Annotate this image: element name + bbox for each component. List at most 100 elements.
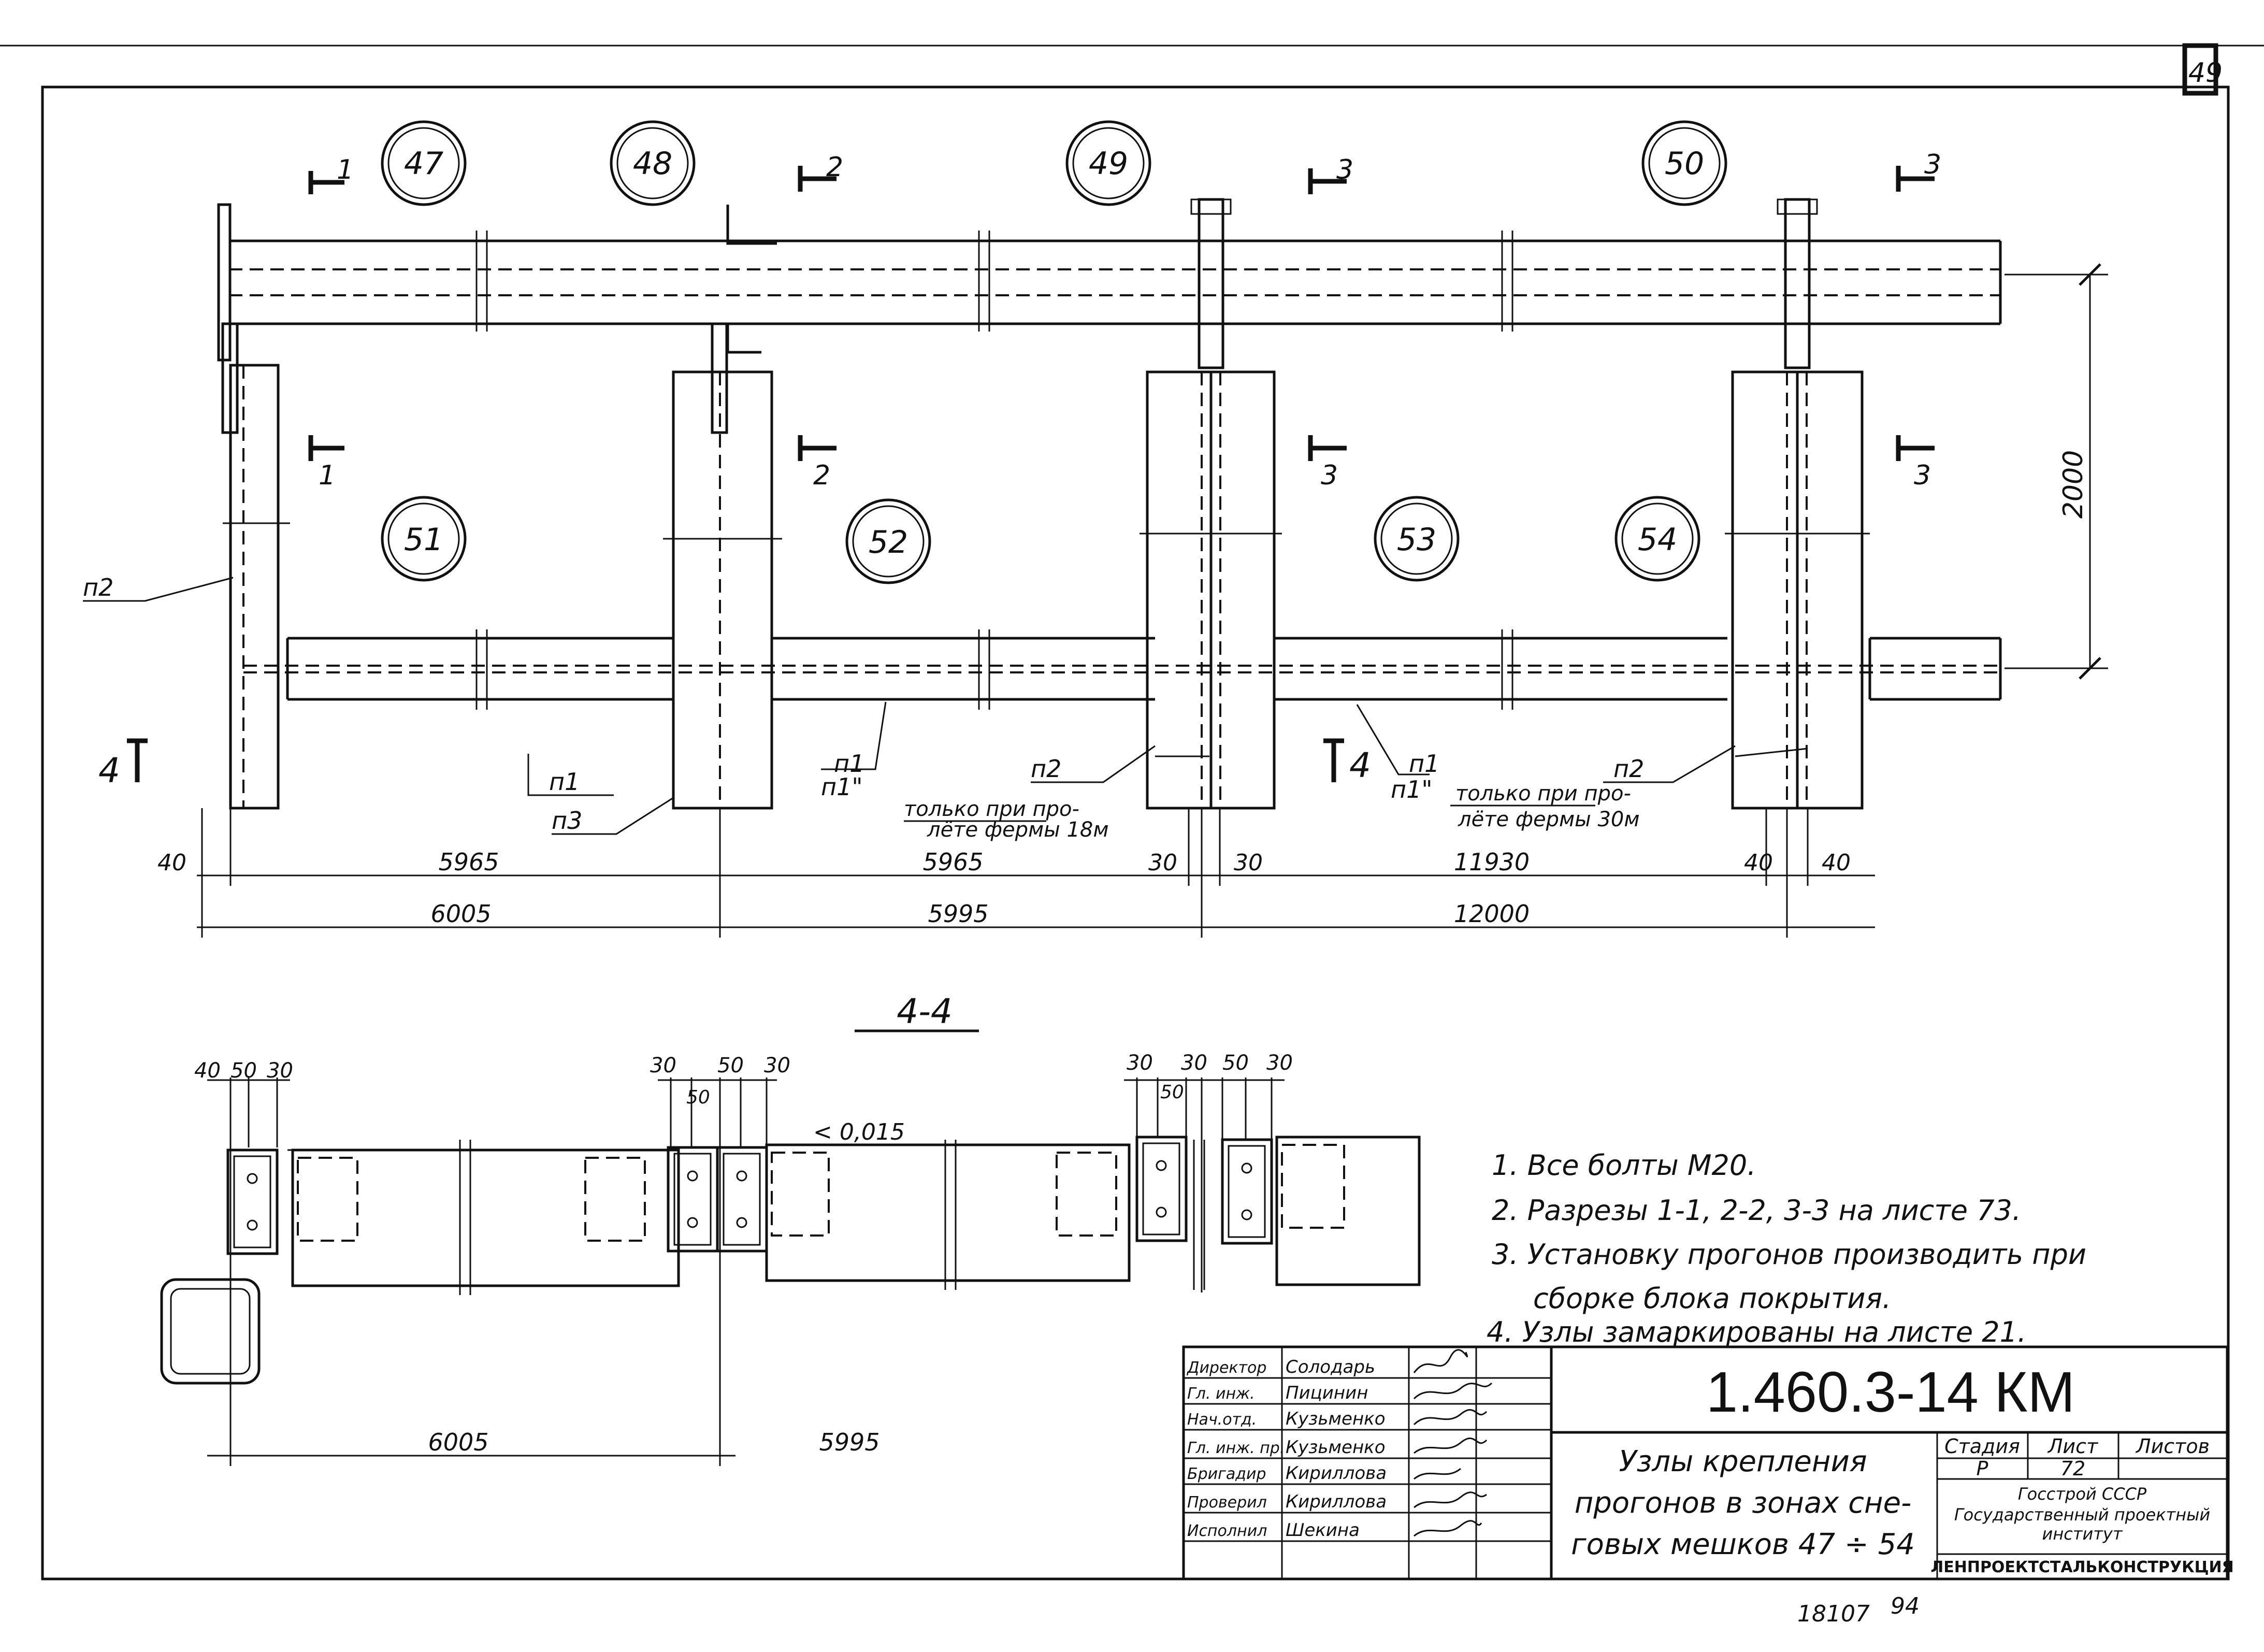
section-dim: 30 <box>1181 1051 1207 1075</box>
dim-top: 30 <box>1234 850 1263 876</box>
section-title: 4-4 <box>897 992 953 1031</box>
node-markers: 47 48 49 50 51 52 53 54 <box>381 120 1727 584</box>
tb-role: Гл. инж. <box>1187 1385 1255 1403</box>
section-dim: 30 <box>764 1054 790 1078</box>
tb-name: Кириллова <box>1286 1463 1387 1484</box>
tb-role: Гл. инж. пр. <box>1187 1439 1285 1457</box>
sheet-frame <box>0 43 2264 1581</box>
height-dim-value: 2000 <box>2058 450 2089 519</box>
tb-role: Нач.отд. <box>1187 1411 1257 1429</box>
leader-label: п1 <box>549 768 580 796</box>
section-dim: 30 <box>267 1059 293 1083</box>
stage-header: Стадия <box>1944 1435 2020 1458</box>
note-18m-line2: лёте фермы 18м <box>927 818 1109 842</box>
dim-top: 40 <box>157 850 186 876</box>
drawing-title: прогонов в зонах сне- <box>1575 1486 1912 1520</box>
tb-name: Кузьменко <box>1286 1409 1386 1429</box>
section-dim: 30 <box>650 1054 676 1078</box>
tb-name: Кириллова <box>1286 1491 1387 1512</box>
leader-label: п1" <box>1391 775 1433 803</box>
section-mark-label: 2 <box>826 152 843 183</box>
leader-lines <box>83 577 1808 835</box>
view-mark-label: 4 <box>1349 745 1371 785</box>
footer-number: 18107 <box>1797 1601 1870 1627</box>
truss-chords <box>221 198 1870 810</box>
view-mark-label: 4 <box>98 751 120 791</box>
sheets-header: Листов <box>2135 1435 2210 1458</box>
node-label: 50 <box>1665 146 1704 182</box>
footer-page: 94 <box>1891 1593 1920 1619</box>
note-30m-line2: лёте фермы 30м <box>1458 808 1640 831</box>
dim-top: 5965 <box>922 848 983 876</box>
note-18m-line1: только при про- <box>904 797 1079 821</box>
section-dim: 50 <box>717 1054 744 1078</box>
node-label: 48 <box>633 146 672 182</box>
node-label: 52 <box>869 524 908 561</box>
section-dim: 30 <box>1266 1051 1293 1075</box>
stage-value: Р <box>1977 1457 1988 1480</box>
section-mark-label: 3 <box>1336 154 1353 185</box>
section-dim: 30 <box>1127 1051 1153 1075</box>
section-bottom-dim: 5995 <box>819 1428 879 1456</box>
leader-label: п2 <box>1613 755 1644 783</box>
tb-role: Исполнил <box>1187 1522 1267 1540</box>
section-dim: 50 <box>230 1059 257 1083</box>
node-label: 51 <box>404 522 443 558</box>
height-dimension <box>2005 263 2108 680</box>
drawing-title: Узлы крепления <box>1619 1445 1867 1478</box>
leader-label: п2 <box>83 573 113 601</box>
leader-label: п2 <box>1031 755 1061 783</box>
leader-label: п3 <box>552 807 582 835</box>
section-mark-label: 3 <box>1914 460 1931 491</box>
dim-top: 30 <box>1148 850 1177 876</box>
note-30m-line1: только при про- <box>1455 782 1631 806</box>
org-name: ЛЕНПРОЕКТСТАЛЬКОНСТРУКЦИЯ <box>1930 1558 2233 1576</box>
dim-bottom: 6005 <box>430 900 491 928</box>
note-3: 3. Установку прогонов производить при <box>1492 1238 2086 1271</box>
plan-dimensions <box>197 808 1875 938</box>
section-dim: 40 <box>194 1059 221 1083</box>
node-label: 49 <box>1089 146 1128 182</box>
title-block <box>1182 1345 2229 1581</box>
section-mark-label: 3 <box>1924 149 1941 180</box>
top-purlin <box>217 203 2002 362</box>
section-bottom-dim: 6005 <box>428 1428 488 1456</box>
tb-role: Бригадир <box>1187 1465 1266 1483</box>
dim-bottom: 5995 <box>928 900 988 928</box>
section-dim: 50 <box>686 1087 710 1108</box>
section-mark-label: 1 <box>337 154 354 185</box>
section-dim: 50 <box>1160 1082 1184 1103</box>
tb-name: Солодарь <box>1286 1357 1375 1377</box>
tb-name: Пицинин <box>1286 1383 1368 1403</box>
slope-label: < 0,015 <box>813 1119 905 1145</box>
sheet-value: 72 <box>2060 1457 2085 1480</box>
node-label: 53 <box>1397 522 1436 558</box>
dim-top: 40 <box>1744 850 1773 876</box>
corner-mark: 49 <box>2188 58 2223 89</box>
section-mark-label: 1 <box>319 460 336 491</box>
node-label: 47 <box>404 146 443 182</box>
section-mark-label: 2 <box>813 460 830 491</box>
tb-role: Директор <box>1186 1359 1266 1377</box>
note-3-cont: сборке блока покрытия. <box>1533 1282 1891 1315</box>
node-label: 54 <box>1638 522 1677 558</box>
leader-label: п1 <box>1409 750 1439 778</box>
drawing-code: 1.460.3-14 КМ <box>1706 1360 2075 1424</box>
signatures <box>1413 1349 1493 1537</box>
org-line: Государственный проектный <box>1954 1505 2210 1525</box>
section-marks <box>127 166 1935 782</box>
section-dim: 50 <box>1222 1051 1249 1075</box>
note-2: 2. Разрезы 1-1, 2-2, 3-3 на листе 73. <box>1492 1194 2021 1227</box>
dim-top: 11930 <box>1454 848 1530 876</box>
leader-label: п1 <box>834 750 864 778</box>
drawing-title: говых мешков 47 ÷ 54 <box>1571 1528 1915 1561</box>
section-4-4 <box>160 1078 1421 1466</box>
org-line: институт <box>2042 1524 2123 1544</box>
tb-name: Шекина <box>1286 1520 1360 1541</box>
dim-bottom: 12000 <box>1454 900 1530 928</box>
sheet-header: Лист <box>2047 1435 2099 1458</box>
org-line: Госстрой СССР <box>2018 1484 2147 1504</box>
dim-top: 5965 <box>438 848 499 876</box>
bottom-purlin <box>243 629 2002 710</box>
